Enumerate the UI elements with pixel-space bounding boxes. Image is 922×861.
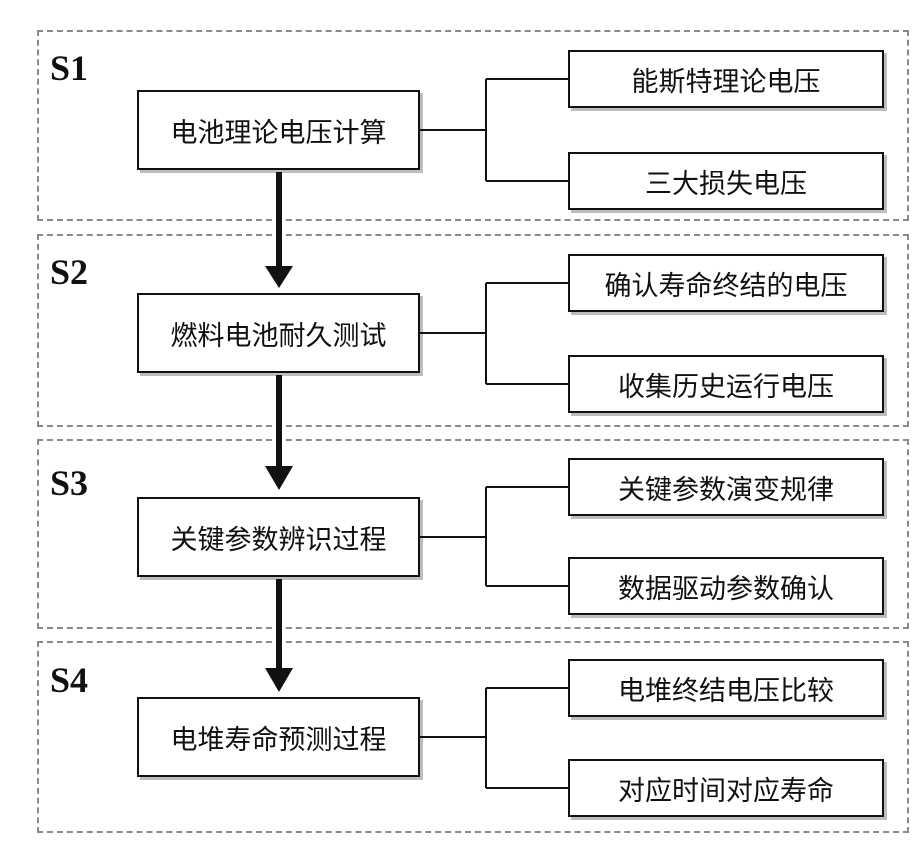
flow-arrow-s2-s3 [265, 375, 293, 490]
flow-arrow-s1-s2 [265, 172, 293, 288]
bracket-connector-s2 [420, 283, 568, 384]
bracket-connector-s4 [420, 688, 568, 788]
bracket-connector-s3 [420, 487, 568, 586]
bracket-connector-s1 [420, 79, 568, 181]
flow-arrow-s3-s4 [265, 579, 293, 692]
